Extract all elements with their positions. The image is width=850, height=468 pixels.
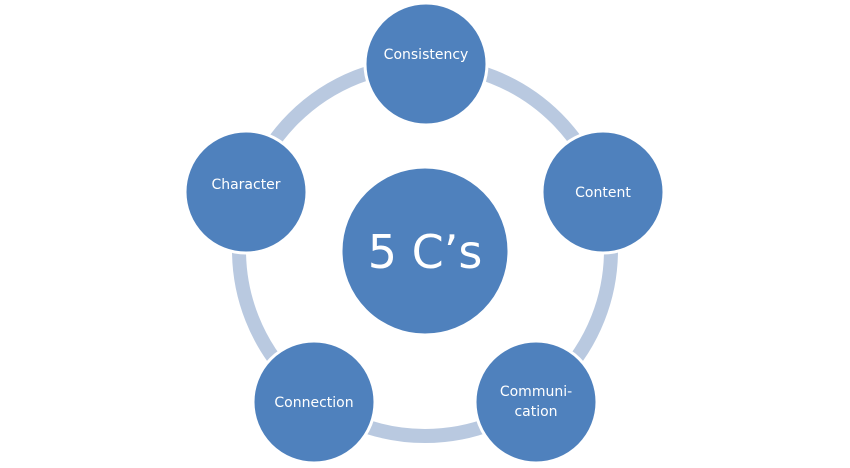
center-hub: 5 C’s	[339, 165, 511, 337]
node-circle	[363, 1, 489, 127]
node-circle	[251, 339, 377, 465]
node-character: Character	[183, 129, 309, 255]
node-label-line-1: Communi-	[500, 384, 572, 400]
node-communication: Communi- cation	[473, 339, 599, 465]
node-label: Character	[211, 177, 280, 193]
center-label: 5 C’s	[368, 225, 483, 279]
node-circle	[540, 129, 666, 255]
node-label: Consistency	[384, 47, 469, 63]
node-consistency: Consistency	[363, 1, 489, 127]
node-circle	[473, 339, 599, 465]
node-connection: Connection	[251, 339, 377, 465]
node-label-line-2: cation	[514, 404, 557, 420]
center-circle	[339, 165, 511, 337]
node-label: Connection	[274, 395, 353, 411]
node-label: Content	[575, 185, 631, 201]
node-content: Content	[540, 129, 666, 255]
node-circle	[183, 129, 309, 255]
